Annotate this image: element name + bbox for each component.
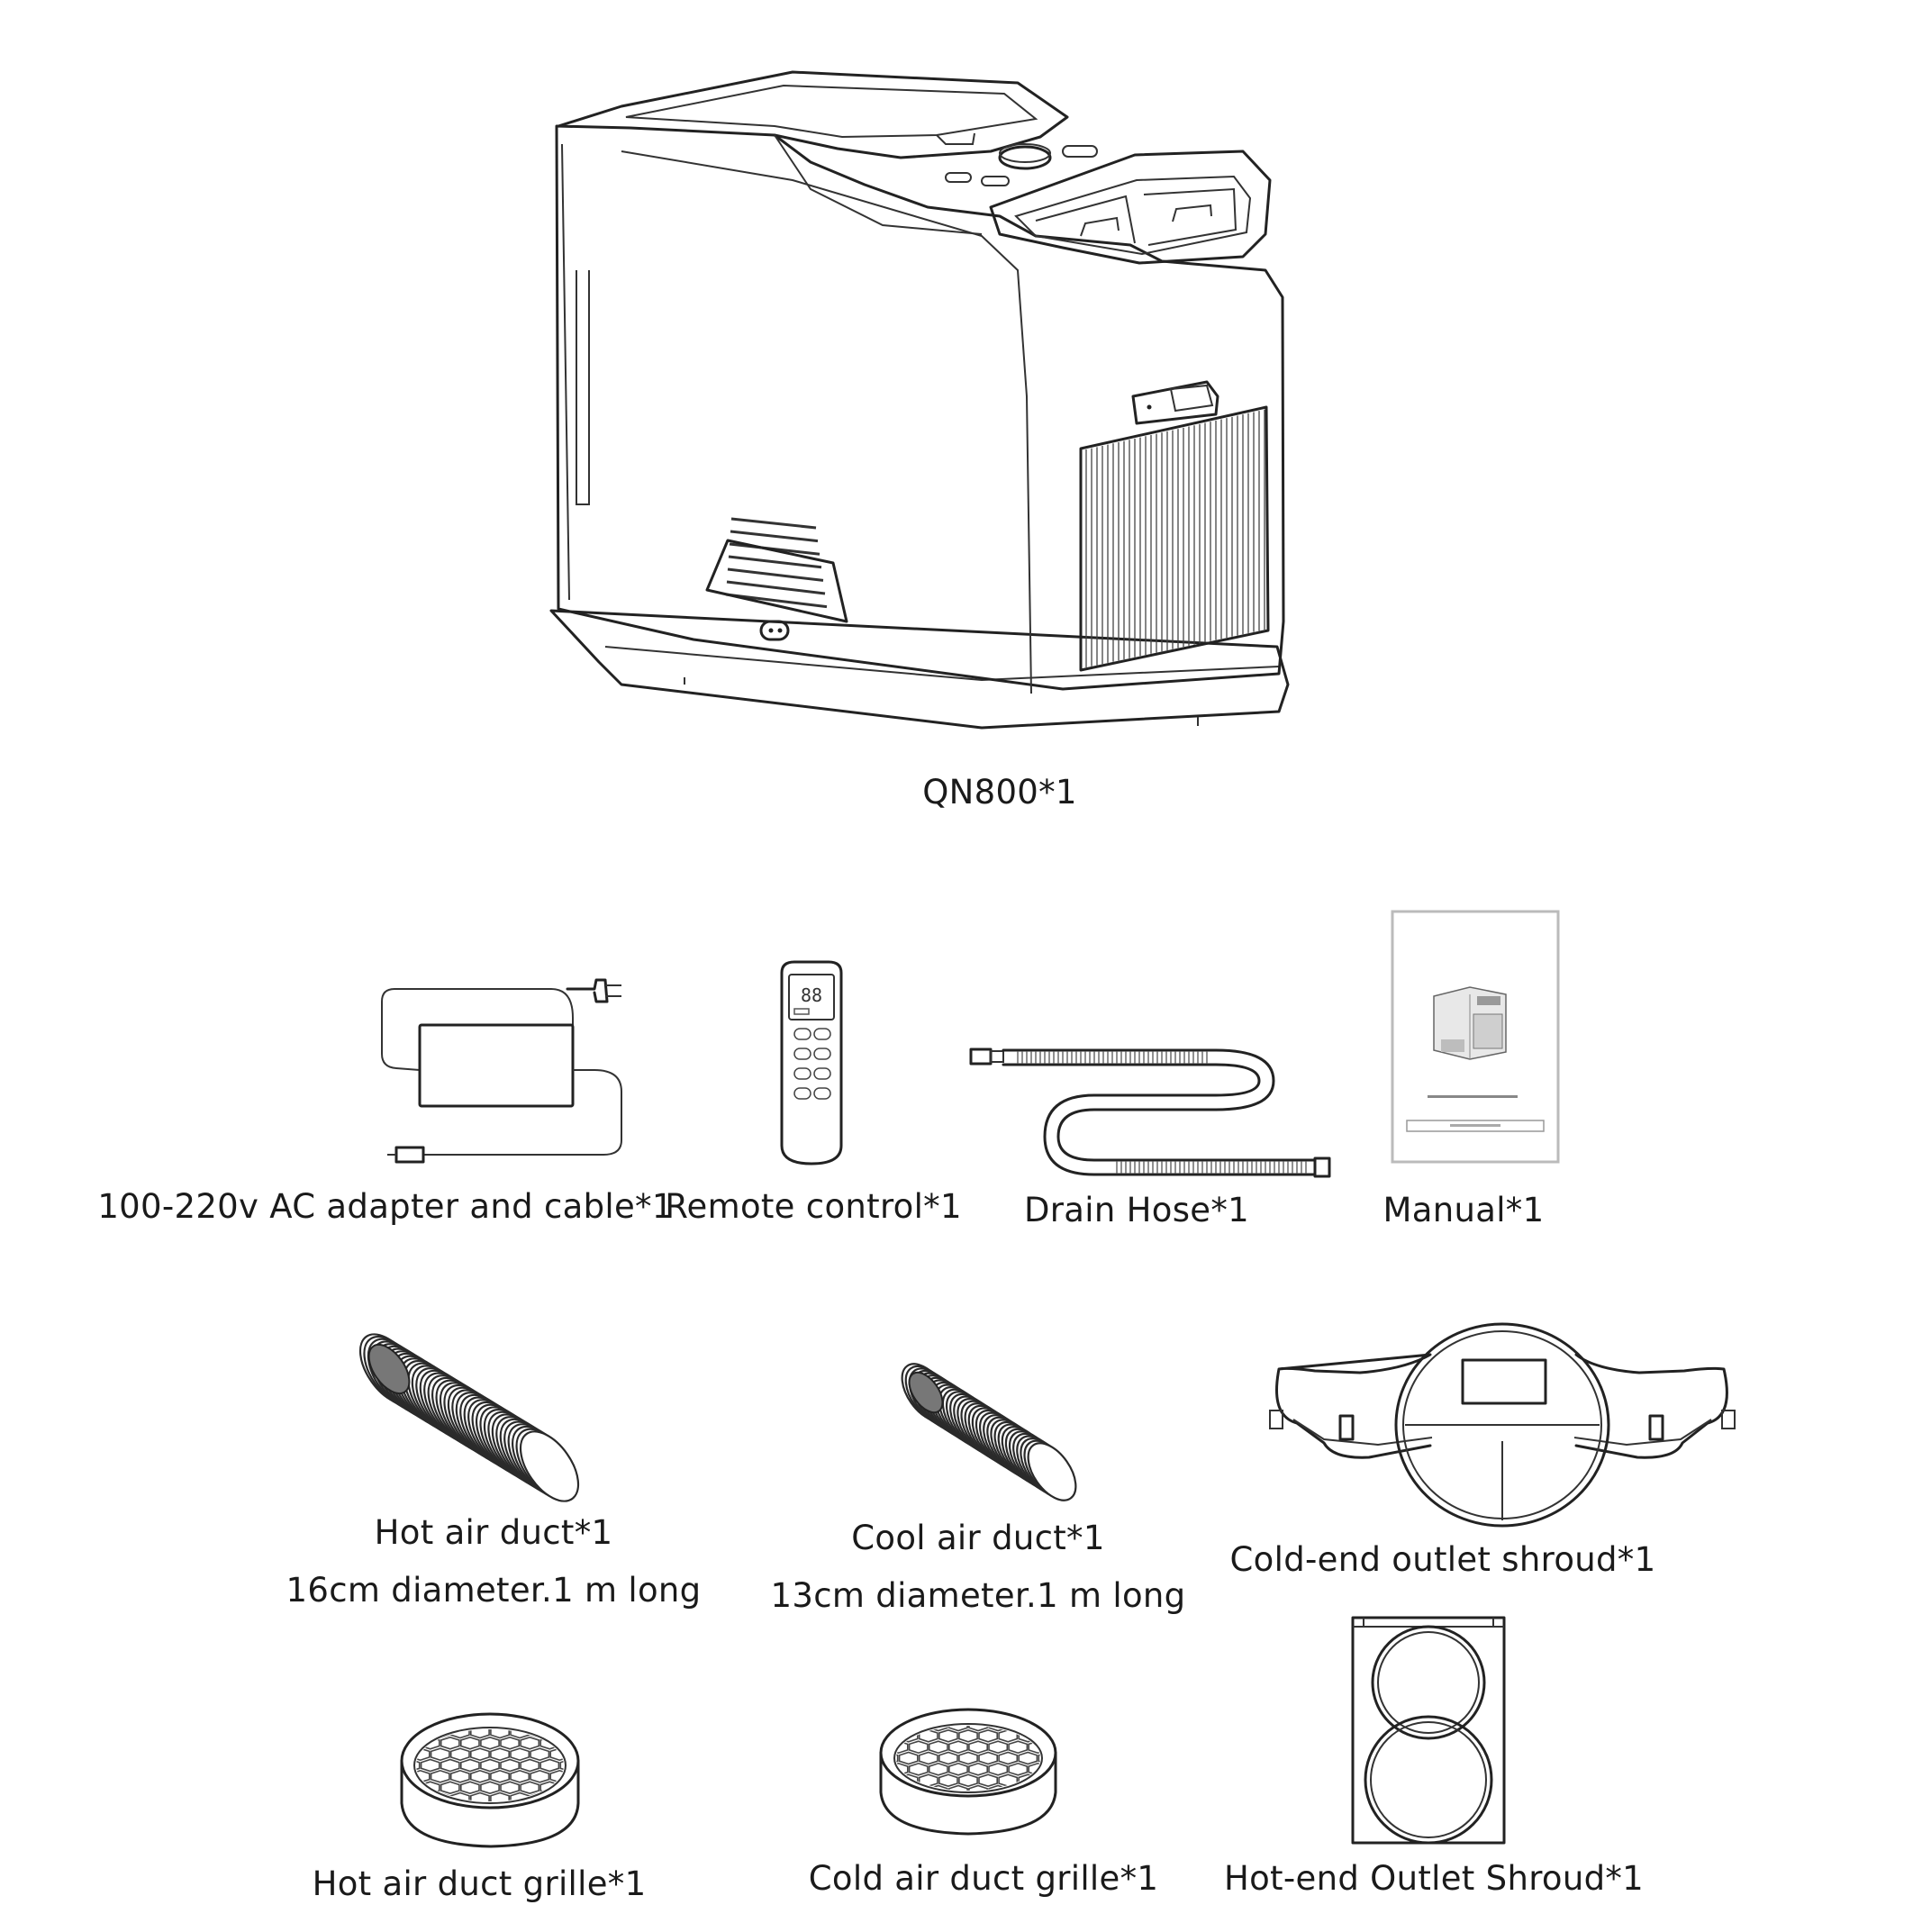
cold-shroud-label: Cold-end outlet shroud*1 <box>1229 1540 1656 1579</box>
cold-end-shroud-icon <box>1269 1322 1736 1528</box>
remote-control-icon: 88 <box>780 960 843 1166</box>
cold-duct-grille-icon <box>879 1708 1057 1836</box>
cool-duct-spec: 13cm diameter.1 m long <box>770 1576 1186 1615</box>
hot-air-duct-icon <box>358 1333 580 1502</box>
hot-duct-spec: 16cm diameter.1 m long <box>286 1571 702 1610</box>
hose-ribs-bottom <box>1116 1161 1307 1174</box>
front-vent-slots <box>725 517 828 609</box>
hot-shroud-label: Hot-end Outlet Shroud*1 <box>1223 1859 1645 1898</box>
hose-ribs-top <box>1017 1051 1208 1064</box>
adapter-label: 100-220v AC adapter and cable*1 <box>97 1187 674 1226</box>
main-unit-label: QN800*1 <box>922 773 1077 812</box>
remote-buttons <box>793 1028 831 1100</box>
drain-hose-label: Drain Hose*1 <box>1023 1191 1250 1229</box>
manual-booklet-icon <box>1391 910 1560 1164</box>
hot-duct-label: Hot air duct*1 <box>374 1513 613 1552</box>
side-grille <box>1085 409 1265 667</box>
portable-air-conditioner-icon <box>549 70 1290 730</box>
remote-label: Remote control*1 <box>665 1187 962 1226</box>
remote-display-digits: 88 <box>801 984 822 1006</box>
cool-duct-label: Cool air duct*1 <box>851 1519 1105 1557</box>
hot-duct-grille-icon <box>400 1712 580 1848</box>
cold-grille-label: Cold air duct grille*1 <box>808 1859 1159 1898</box>
hot-end-shroud-icon <box>1351 1616 1506 1845</box>
drain-hose-icon <box>969 1048 1331 1178</box>
hot-grille-label: Hot air duct grille*1 <box>312 1864 647 1903</box>
ac-adapter-icon <box>381 978 622 1164</box>
cool-air-duct-icon <box>901 1363 1077 1501</box>
manual-label: Manual*1 <box>1383 1191 1545 1229</box>
